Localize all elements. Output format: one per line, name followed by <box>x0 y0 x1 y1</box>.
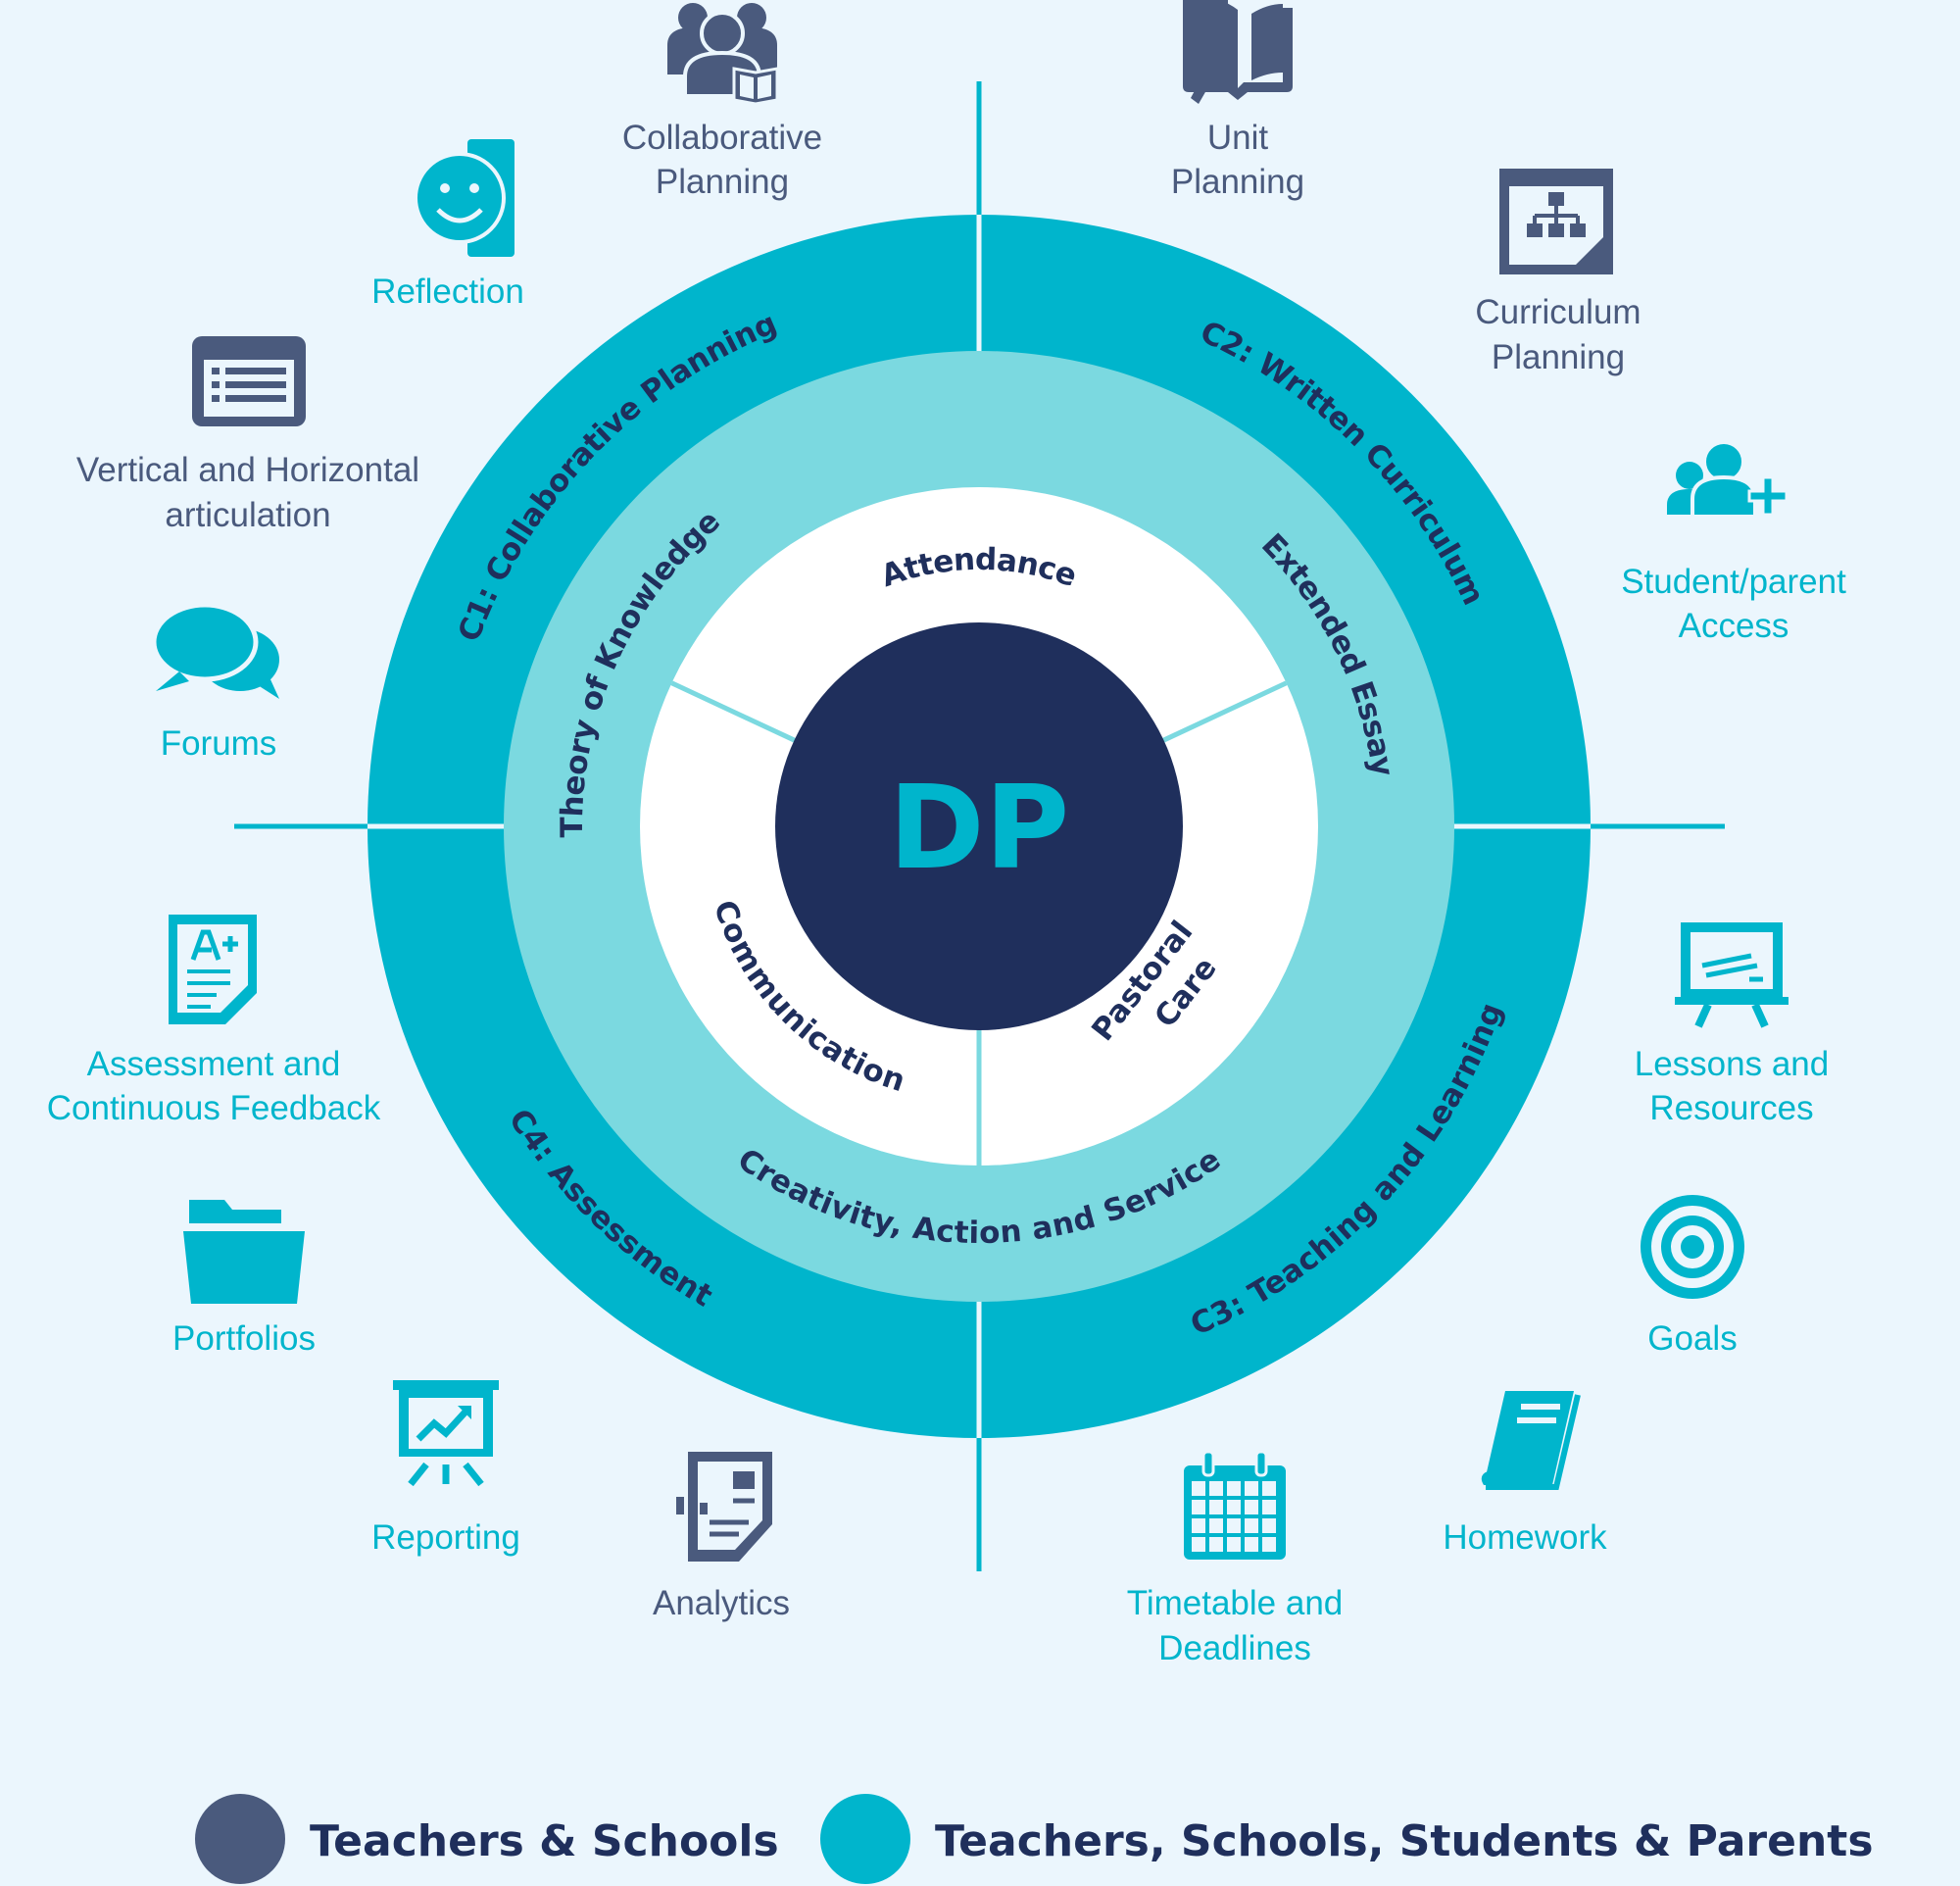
center-label: DP <box>889 760 1069 895</box>
folder-icon <box>183 1200 305 1304</box>
blackboard-icon <box>1675 922 1788 1028</box>
chat-bubbles-icon <box>151 602 279 699</box>
list-window-icon <box>192 336 306 426</box>
legend-swatch <box>195 1794 285 1884</box>
feature-homework[interactable]: Homework <box>1443 1391 1607 1557</box>
feature-label: Student/parent <box>1621 563 1846 601</box>
feature-label: Continuous Feedback <box>47 1089 381 1127</box>
feature-vertical-horizontal-articulation[interactable]: Vertical and Horizontal articulation <box>76 336 419 534</box>
feature-label: Analytics <box>653 1584 790 1622</box>
feature-collaborative-planning[interactable]: Collaborative Planning <box>622 3 822 201</box>
feature-label: Goals <box>1647 1319 1737 1358</box>
feature-portfolios[interactable]: Portfolios <box>172 1200 316 1358</box>
feature-label: Access <box>1679 607 1789 645</box>
feature-analytics[interactable]: Analytics <box>653 1452 790 1622</box>
presentation-chart-icon <box>393 1380 499 1487</box>
feature-label: Homework <box>1443 1518 1607 1557</box>
inner-ring-divider <box>670 680 798 744</box>
feature-assessment-feedback[interactable]: Assessment and Continuous Feedback <box>47 915 381 1127</box>
feature-label: Reporting <box>371 1518 520 1557</box>
people-book-icon <box>667 3 779 106</box>
graded-document-icon <box>169 915 257 1024</box>
feature-label: Planning <box>1492 338 1625 376</box>
feature-label: Planning <box>1171 163 1304 201</box>
analytics-report-icon <box>676 1452 772 1562</box>
feature-label: Resources <box>1649 1089 1813 1127</box>
feature-reflection[interactable]: Reflection <box>371 139 524 311</box>
legend-item-teachers-schools: Teachers & Schools <box>195 1794 779 1884</box>
legend-item-all: Teachers, Schools, Students & Parents <box>820 1794 1874 1884</box>
legend: Teachers & Schools Teachers, Schools, St… <box>195 1794 1874 1884</box>
center-circle <box>775 622 1183 1030</box>
feature-label: Reflection <box>371 273 524 311</box>
user-plus-icon <box>1667 440 1788 519</box>
feature-reporting[interactable]: Reporting <box>371 1380 520 1557</box>
feature-label: Vertical and Horizontal <box>76 451 419 489</box>
feature-forums[interactable]: Forums <box>151 602 279 763</box>
legend-label: Teachers, Schools, Students & Parents <box>935 1816 1874 1866</box>
feature-unit-planning[interactable]: Unit Planning <box>1171 0 1304 201</box>
target-icon <box>1641 1195 1744 1299</box>
feature-label: Unit <box>1207 119 1269 157</box>
feature-label: Curriculum <box>1475 293 1641 331</box>
feature-label: Lessons and <box>1635 1045 1829 1083</box>
reflection-face-icon <box>414 139 514 257</box>
legend-label: Teachers & Schools <box>310 1816 779 1866</box>
feature-timetable-deadlines[interactable]: Timetable and Deadlines <box>1127 1450 1344 1667</box>
book-icon <box>1481 1391 1581 1490</box>
feature-label: Planning <box>656 163 789 201</box>
feature-label: Timetable and <box>1127 1584 1344 1622</box>
feature-label: Assessment and <box>87 1045 341 1083</box>
feature-label: Portfolios <box>172 1319 316 1358</box>
feature-student-parent-access[interactable]: Student/parent Access <box>1621 440 1846 645</box>
feature-label: Collaborative <box>622 119 822 157</box>
legend-swatch <box>820 1794 910 1884</box>
open-book-pen-icon <box>1183 0 1293 104</box>
feature-label: articulation <box>165 496 330 534</box>
org-chart-icon <box>1499 169 1613 274</box>
feature-curriculum-planning[interactable]: Curriculum Planning <box>1475 169 1642 376</box>
feature-label: Deadlines <box>1158 1629 1311 1667</box>
feature-goals[interactable]: Goals <box>1641 1195 1744 1358</box>
feature-label: Forums <box>161 724 277 763</box>
inner-ring-divider <box>1160 680 1288 744</box>
calendar-icon <box>1184 1450 1286 1560</box>
feature-lessons-resources[interactable]: Lessons and Resources <box>1635 922 1829 1127</box>
